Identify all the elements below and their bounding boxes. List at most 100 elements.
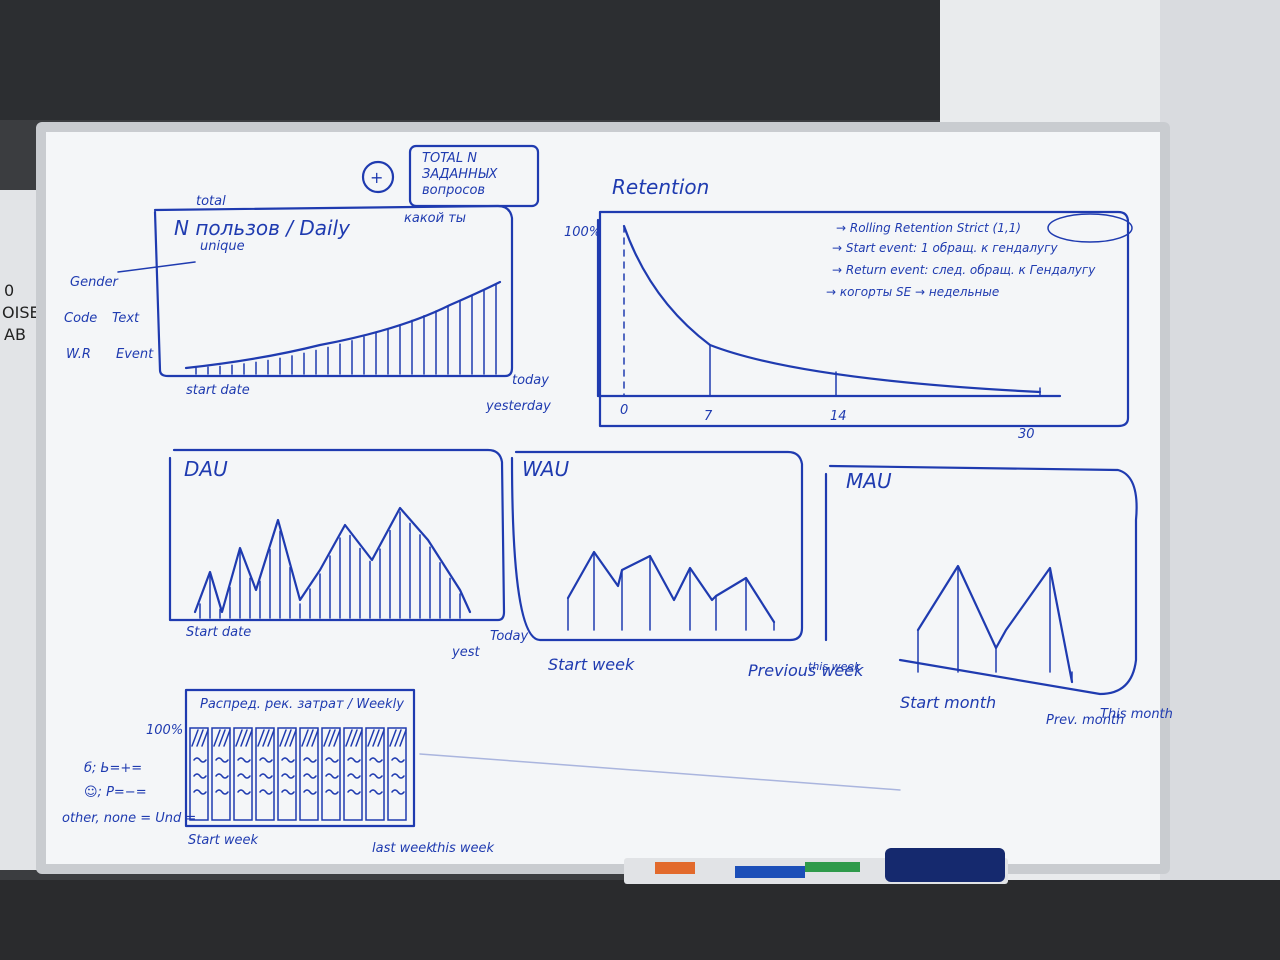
wau-this: this week: [808, 660, 861, 673]
weekly-squiggle: [325, 773, 339, 779]
daily-total-label: total: [196, 194, 226, 209]
weekly-squiggle: [369, 789, 383, 795]
daily-chart-title: N пользов / Daily: [174, 216, 351, 240]
weekly-squiggle: [391, 757, 405, 763]
dau-curve: [193, 506, 472, 614]
weekly-hatch: [311, 729, 319, 747]
weekly-hatch: [367, 729, 375, 747]
weekly-hatch: [301, 729, 309, 747]
mau-start: Start month: [900, 693, 996, 712]
weekly-hatch: [350, 729, 358, 747]
tree-event: Event: [116, 347, 154, 362]
dau-frame: [168, 448, 506, 622]
tree-text: Text: [112, 311, 140, 326]
weekly-hatch: [328, 729, 336, 747]
total-box-line-2: вопросов: [422, 183, 485, 198]
weekly-hatch: [289, 729, 297, 747]
daily-note: какой ты: [404, 211, 466, 226]
wau-title: WAU: [522, 457, 569, 481]
gender-pointer: [117, 261, 196, 273]
weekly-hatch: [399, 729, 407, 747]
weekly-hatch: [201, 729, 209, 747]
retention-tick-0: 0: [620, 403, 628, 418]
weekly-column: [365, 727, 385, 821]
weekly-legend-1: ☺; P=−=: [84, 785, 147, 800]
weekly-hatch: [245, 729, 253, 747]
wall-sign-0: 0: [4, 281, 14, 300]
wall-right: [1160, 0, 1280, 960]
daily-chart-subtitle: unique: [200, 239, 245, 254]
weekly-squiggle: [281, 773, 295, 779]
weekly-squiggle: [347, 789, 361, 795]
weekly-squiggle: [303, 773, 317, 779]
weekly-squiggle: [215, 773, 229, 779]
wall-dark: [0, 0, 940, 120]
gender-label: Gender: [70, 275, 120, 290]
weekly-hatch: [284, 729, 292, 747]
retention-curve: [622, 224, 1042, 394]
weekly-hatch: [240, 729, 248, 747]
weekly-hatch: [389, 729, 397, 747]
total-box-line-1: ЗАДАННЫХ: [422, 167, 498, 182]
weekly-hatch: [279, 729, 287, 747]
weekly-hatch: [257, 729, 265, 747]
weekly-column: [299, 727, 319, 821]
weekly-hatch: [355, 729, 363, 747]
weekly-squiggle: [281, 789, 295, 795]
weekly-column: [233, 727, 253, 821]
daily-today: today: [512, 373, 549, 388]
marker-icon: [655, 862, 695, 874]
dau-yest: yest: [451, 645, 480, 660]
marker-icon: [805, 862, 860, 872]
mau-this: This month: [1100, 707, 1173, 722]
weekly-hatch: [372, 729, 380, 747]
wall-sign-2: AB: [4, 325, 26, 344]
weekly-hatch: [267, 729, 275, 747]
weekly-hatch: [333, 729, 341, 747]
weekly-y100: 100%: [146, 723, 183, 738]
retention-tick-30: 30: [1018, 427, 1035, 442]
weekly-legend-2: other, none = Und =: [62, 811, 196, 826]
weekly-squiggle: [259, 773, 273, 779]
plus-sign: +: [370, 168, 383, 187]
weekly-title: Распред. рек. затрат / Weekly: [200, 697, 404, 712]
daily-chart-frame: [153, 204, 514, 378]
weekly-squiggle: [193, 773, 207, 779]
weekly-column: [189, 727, 209, 821]
dau-start: Start date: [186, 625, 251, 640]
weekly-column: [277, 727, 297, 821]
weekly-squiggle: [193, 757, 207, 763]
retention-y100: 100%: [564, 225, 601, 240]
marker-icon: [735, 866, 805, 878]
weekly-hatch: [377, 729, 385, 747]
dau-bars: [199, 511, 461, 619]
weekly-squiggle: [391, 789, 405, 795]
weekly-frame: [184, 688, 416, 828]
weekly-squiggle: [369, 757, 383, 763]
weekly-legend-0: б; Ь=+=: [84, 761, 142, 776]
weekly-hatch: [345, 729, 353, 747]
retention-title: Retention: [612, 175, 709, 199]
retention-note-2: → Return event: след. обращ. к Гендалугу: [832, 263, 1096, 277]
faint-stroke: [419, 753, 901, 791]
weekly-squiggle: [391, 773, 405, 779]
strict-circle: [1047, 213, 1133, 243]
weekly-columns: [189, 727, 407, 821]
weekly-squiggle: [303, 789, 317, 795]
weekly-squiggle: [237, 773, 251, 779]
wau-frame: [510, 450, 804, 642]
weekly-hatch: [191, 729, 199, 747]
tree-code: Code: [64, 311, 97, 326]
weekly-last: last week: [372, 841, 434, 856]
weekly-squiggle: [193, 789, 207, 795]
board-eraser-icon: [885, 848, 1005, 882]
retention-tick-7: 7: [704, 409, 713, 424]
daily-yesterday: yesterday: [485, 399, 551, 414]
wall-sign-1: OISE: [2, 303, 40, 322]
weekly-hatch: [196, 729, 204, 747]
retention-frame: [598, 210, 1130, 428]
plus-circle: [361, 160, 395, 194]
retention-note-1: → Start event: 1 обращ. к гендалугу: [832, 241, 1058, 255]
wau-prev: Previous week: [748, 661, 864, 680]
weekly-column: [211, 727, 231, 821]
